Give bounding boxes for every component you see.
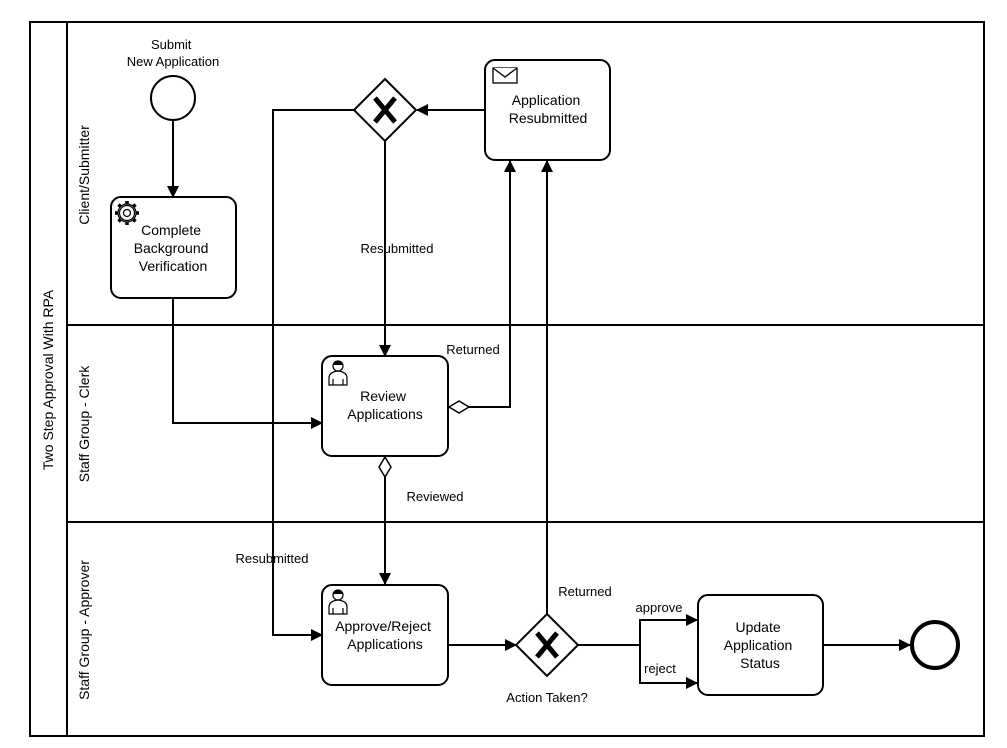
lane-label-client: Client/Submitter <box>76 125 92 225</box>
gateway-action[interactable]: Action Taken? <box>506 612 588 705</box>
task-label-line: Verification <box>139 258 207 274</box>
start-event[interactable]: Submit New Application <box>127 37 220 121</box>
task-label-line: Approve/Reject <box>335 618 431 634</box>
task-review-applications[interactable]: Review Applications <box>321 355 449 457</box>
gateway-top[interactable] <box>352 77 418 143</box>
svg-text:Review Applications: Review Applications <box>347 388 423 422</box>
svg-text:Application Resubmitted: Application Resubmitted <box>509 92 588 126</box>
flow-label-approve: approve <box>636 600 683 615</box>
svg-text:Complete Background: Complete Background Verification <box>134 222 213 274</box>
flow-action-approve[interactable] <box>578 614 698 646</box>
start-event-label-line: Submit <box>151 37 192 52</box>
task-label-line: Update <box>735 619 780 635</box>
flow-label-reject: reject <box>644 661 676 676</box>
task-complete-verification[interactable]: Complete Background Verification <box>110 196 237 299</box>
task-label-line: Status <box>740 655 780 671</box>
task-update-status[interactable]: Update Application Status <box>697 594 824 696</box>
lane-label-approver: Staff Group - Approver <box>76 560 92 700</box>
x-icon <box>535 631 559 659</box>
default-flow-markers <box>378 400 471 479</box>
user-icon <box>328 360 348 386</box>
flow-label-resubmitted-top: Resubmitted <box>361 241 434 256</box>
task-approve-reject[interactable]: Approve/Reject Applications <box>321 584 449 686</box>
end-event[interactable] <box>910 620 960 670</box>
task-label-line: Applications <box>347 636 423 652</box>
task-label-line: Applications <box>347 406 423 422</box>
x-icon <box>373 96 397 124</box>
flow-labels: Resubmitted Returned Reviewed Resubmitte… <box>236 241 683 676</box>
flow-gateway-to-approve[interactable] <box>272 109 354 641</box>
gear-icon <box>115 201 139 225</box>
flow-label-returned-approver: Returned <box>558 584 611 599</box>
task-label-line: Application <box>512 92 581 108</box>
task-label-line: Background <box>134 240 209 256</box>
svg-text:Approve/Reject Applicati: Approve/Reject Applications <box>335 618 435 652</box>
svg-text:Submit New Application: Submit New Application <box>127 37 220 69</box>
flow-label-returned-clerk: Returned <box>446 342 499 357</box>
task-application-resubmitted[interactable]: Application Resubmitted <box>484 59 611 161</box>
lane-label-clerk: Staff Group - Clerk <box>76 365 92 482</box>
sequence-flows <box>167 104 911 689</box>
flow-review-returned[interactable] <box>469 160 516 408</box>
svg-text:Update Application: Update Application Status <box>724 619 796 671</box>
user-icon <box>328 589 348 615</box>
start-event-label-line: New Application <box>127 54 220 69</box>
task-label-line: Resubmitted <box>509 110 588 126</box>
flow-label-resubmitted-left: Resubmitted <box>236 551 309 566</box>
pool-title: Two Step Approval With RPA <box>40 289 56 470</box>
gateway-action-label: Action Taken? <box>506 690 587 705</box>
task-label-line: Review <box>360 388 407 404</box>
task-label-line: Application <box>724 637 793 653</box>
flow-label-reviewed: Reviewed <box>406 489 463 504</box>
task-label-line: Complete <box>141 222 201 238</box>
envelope-icon <box>492 67 518 84</box>
lanes: Client/Submitter Staff Group - Clerk Sta… <box>67 125 984 700</box>
flow-action-reject[interactable] <box>639 645 698 689</box>
